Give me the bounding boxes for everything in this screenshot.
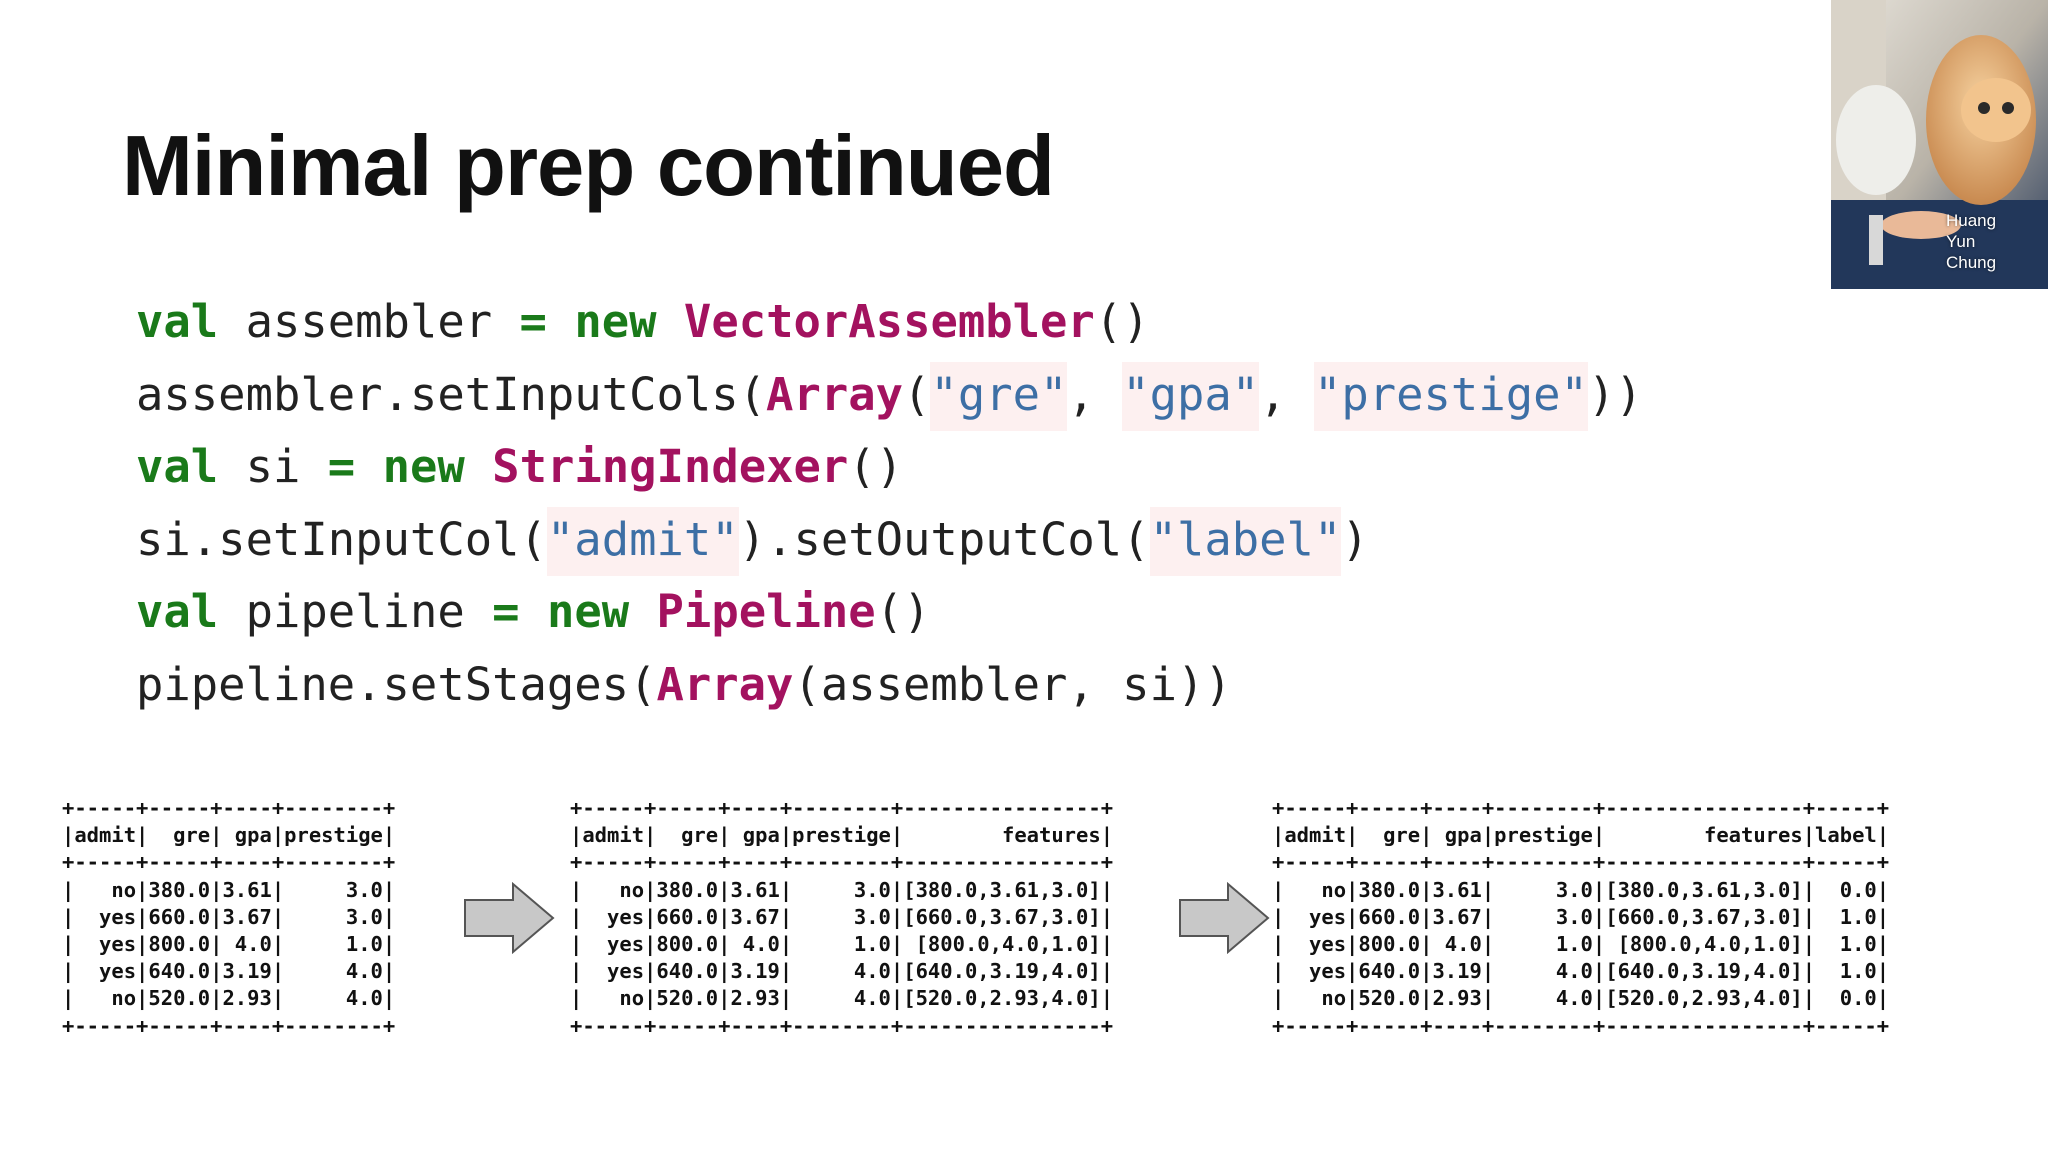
- code-line: val si = new StringIndexer(): [136, 431, 1643, 504]
- code-token-str: "admit": [546, 506, 739, 576]
- code-token-kw: new: [574, 295, 657, 348]
- table-row: +-----+-----+----+--------+-------------…: [1272, 850, 1890, 875]
- code-token: ): [1341, 512, 1369, 566]
- table-row: | yes|660.0|3.67| 3.0|: [62, 904, 396, 929]
- code-token-kw: val: [136, 295, 219, 348]
- table-row: +-----+-----+----+--------+-------------…: [1272, 796, 1890, 820]
- table-row: | yes|640.0|3.19| 4.0|[640.0,3.19,4.0]|: [570, 959, 1114, 984]
- webcam-thumbnail: Huang Yun Chung: [1831, 0, 2048, 289]
- code-token-kw: val: [136, 585, 219, 638]
- table-row: | yes|800.0| 4.0| 1.0| [800.0,4.0,1.0]|: [570, 932, 1114, 957]
- table-row: | yes|800.0| 4.0| 1.0|: [62, 932, 396, 957]
- table-row: | no|380.0|3.61| 3.0|[380.0,3.61,3.0]| 0…: [1272, 877, 1890, 902]
- table-row: |admit| gre| gpa|prestige|: [62, 823, 396, 848]
- code-token: pipeline: [218, 585, 493, 638]
- code-token: [520, 585, 547, 638]
- table-row: | no|520.0|2.93| 4.0|: [62, 986, 396, 1011]
- table-with-features: +-----+-----+----+--------+-------------…: [570, 795, 1113, 1040]
- code-token-cls: Array: [656, 657, 794, 711]
- code-token-kw: new: [382, 440, 465, 493]
- code-token-str: "gpa": [1122, 361, 1260, 431]
- code-token: (): [875, 585, 931, 638]
- code-token-cls: StringIndexer: [492, 440, 849, 493]
- code-token: ).setOutputCol(: [738, 512, 1150, 566]
- webcam-video-image: [1831, 0, 2048, 289]
- code-token: [355, 440, 382, 493]
- slide-title: Minimal prep continued: [122, 119, 1055, 214]
- code-token: (): [1094, 295, 1150, 348]
- table-row: +-----+-----+----+--------+-------------…: [570, 850, 1114, 875]
- right-arrow-icon: [1179, 882, 1270, 954]
- code-token: [547, 295, 574, 348]
- code-line: pipeline.setStages(Array(assembler, si)): [136, 649, 1643, 722]
- table-row: | no|380.0|3.61| 3.0|: [62, 877, 396, 902]
- table-row: | yes|800.0| 4.0| 1.0| [800.0,4.0,1.0]| …: [1272, 932, 1890, 957]
- table-row: +-----+-----+----+--------+-------------…: [570, 1013, 1114, 1038]
- code-token: ,: [1259, 367, 1314, 421]
- code-token: [657, 295, 684, 348]
- table-row: +-----+-----+----+--------+: [62, 850, 396, 875]
- code-token-kw: new: [546, 585, 630, 638]
- code-line: val pipeline = new Pipeline(): [136, 576, 1643, 649]
- code-token: pipeline.setStages(: [136, 657, 657, 711]
- table-row: | yes|660.0|3.67| 3.0|[660.0,3.67,3.0]| …: [1272, 904, 1890, 929]
- table-row: | no|380.0|3.61| 3.0|[380.0,3.61,3.0]|: [570, 877, 1114, 902]
- code-line: val assembler = new VectorAssembler(): [136, 286, 1643, 359]
- table-row: +-----+-----+----+--------+: [62, 796, 396, 820]
- table-row: +-----+-----+----+--------+-------------…: [570, 796, 1114, 820]
- table-row: | yes|660.0|3.67| 3.0|[660.0,3.67,3.0]|: [570, 904, 1114, 929]
- table-row: +-----+-----+----+--------+-------------…: [1272, 1013, 1890, 1038]
- code-token: assembler: [218, 295, 520, 348]
- code-token-str: "label": [1149, 506, 1342, 576]
- participant-name: Huang Yun Chung: [1946, 211, 1997, 272]
- code-token: si.setInputCol(: [136, 512, 547, 566]
- table-row: |admit| gre| gpa|prestige| features|labe…: [1272, 823, 1890, 848]
- code-token-cls: Array: [766, 367, 904, 421]
- code-token: (assembler, si)): [793, 657, 1232, 711]
- table-row: | no|520.0|2.93| 4.0|[520.0,2.93,4.0]|: [570, 986, 1114, 1011]
- code-block: val assembler = new VectorAssembler()ass…: [136, 286, 1643, 721]
- code-token: [629, 585, 656, 638]
- code-token: [465, 440, 492, 493]
- code-token-kw: =: [327, 440, 356, 493]
- code-line: si.setInputCol("admit").setOutputCol("la…: [136, 504, 1643, 577]
- code-token: (: [903, 367, 931, 421]
- code-token: )): [1587, 367, 1643, 421]
- code-token: (): [848, 440, 904, 493]
- table-row: | yes|640.0|3.19| 4.0|[640.0,3.19,4.0]| …: [1272, 959, 1890, 984]
- code-token-kw: =: [492, 585, 520, 638]
- table-row: +-----+-----+----+--------+: [62, 1013, 396, 1038]
- table-row: |admit| gre| gpa|prestige| features|: [570, 823, 1114, 848]
- table-row: | no|520.0|2.93| 4.0|[520.0,2.93,4.0]| 0…: [1272, 986, 1890, 1011]
- table-with-label: +-----+-----+----+--------+-------------…: [1272, 795, 1889, 1040]
- code-token-cls: VectorAssembler: [683, 295, 1095, 348]
- code-token-cls: Pipeline: [656, 585, 876, 638]
- code-token: ,: [1067, 367, 1123, 421]
- code-line: assembler.setInputCols(Array("gre", "gpa…: [136, 359, 1643, 432]
- right-arrow-icon: [464, 882, 555, 954]
- code-token-kw: =: [519, 295, 547, 348]
- code-token-kw: val: [136, 440, 219, 493]
- code-token: si: [218, 440, 328, 493]
- code-token-str: "prestige": [1313, 361, 1588, 431]
- code-token-str: "gre": [930, 361, 1068, 431]
- code-token: assembler.setInputCols(: [136, 367, 767, 421]
- table-input: +-----+-----+----+--------+|admit| gre| …: [62, 795, 395, 1040]
- table-row: | yes|640.0|3.19| 4.0|: [62, 959, 396, 984]
